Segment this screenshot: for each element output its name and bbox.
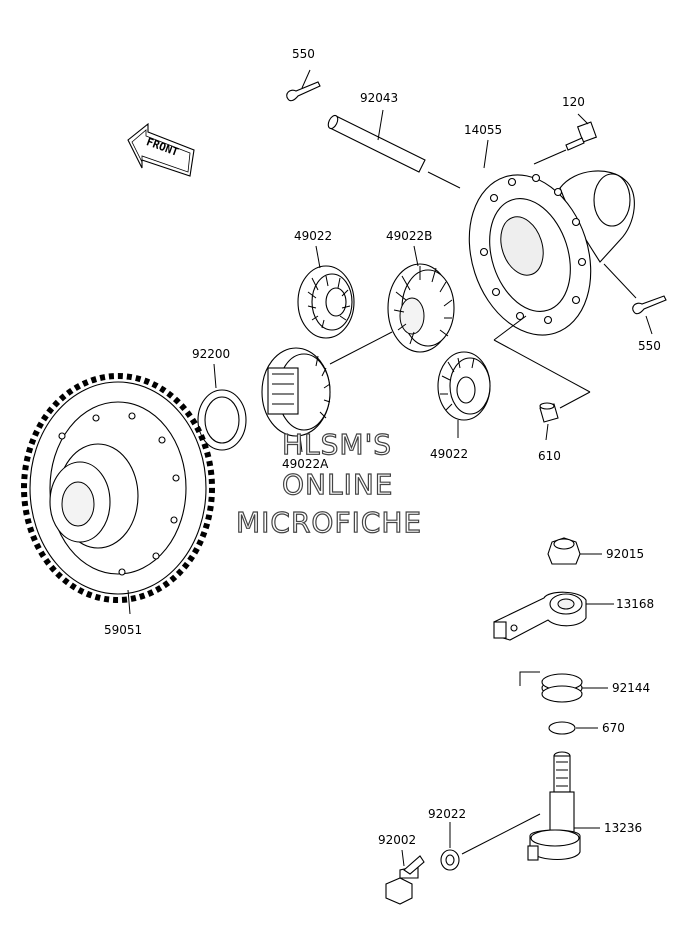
side-gear-b-part xyxy=(387,245,455,353)
watermark: HLSM'S ONLINE MICROFICHE xyxy=(235,427,422,539)
callout-pinion-shaft: 92043 xyxy=(360,91,398,105)
callout-spring: 92144 xyxy=(612,681,650,695)
watermark-line2: ONLINE xyxy=(282,468,393,501)
front-arrow-icon: FRONT xyxy=(127,122,195,177)
dowel-pin-part xyxy=(493,315,591,441)
callout-shaft: 13236 xyxy=(604,821,642,835)
callout-cotter-pin-top: 550 xyxy=(292,47,315,61)
pinion-gear-left-part xyxy=(297,245,355,339)
callout-side-gear-b: 49022B xyxy=(386,229,432,243)
nut-part xyxy=(547,537,602,565)
callout-differential-case: 14055 xyxy=(464,123,502,137)
callout-side-gear-a: 49022A xyxy=(282,457,329,471)
bolt-top-part xyxy=(533,113,598,165)
callout-pinion-gear-right: 49022 xyxy=(430,447,468,461)
callout-lever: 13168 xyxy=(616,597,654,611)
callout-washer-small: 92022 xyxy=(428,807,466,821)
o-ring-part xyxy=(548,721,598,735)
callout-o-ring: 670 xyxy=(602,721,625,735)
callout-bolt-top: 120 xyxy=(562,95,585,109)
callout-nut: 92015 xyxy=(606,547,644,561)
washer-part xyxy=(197,363,247,451)
pinion-shaft-part xyxy=(327,109,461,189)
watermark-line1: HLSM'S xyxy=(282,428,392,461)
watermark-line3: MICROFICHE xyxy=(236,506,422,539)
callout-bolt-bottom: 92002 xyxy=(378,833,416,847)
shaft-part xyxy=(527,751,600,861)
callout-ring-gear: 59051 xyxy=(104,623,142,637)
bolt-bottom-part xyxy=(385,849,425,905)
callout-cotter-pin-right: 550 xyxy=(638,339,661,353)
callout-pinion-gear-left: 49022 xyxy=(294,229,332,243)
cotter-pin-top-part xyxy=(286,69,321,102)
callout-dowel-pin: 610 xyxy=(538,449,561,463)
lever-part xyxy=(493,591,614,641)
callout-washer: 92200 xyxy=(192,347,230,361)
differential-case-part xyxy=(468,139,635,336)
spring-part xyxy=(519,671,608,703)
washer-small-part xyxy=(440,813,541,871)
pinion-gear-right-part xyxy=(437,351,491,438)
cotter-pin-right-part xyxy=(603,263,667,335)
ring-gear-part xyxy=(21,373,215,615)
side-gear-a-part xyxy=(261,347,331,453)
